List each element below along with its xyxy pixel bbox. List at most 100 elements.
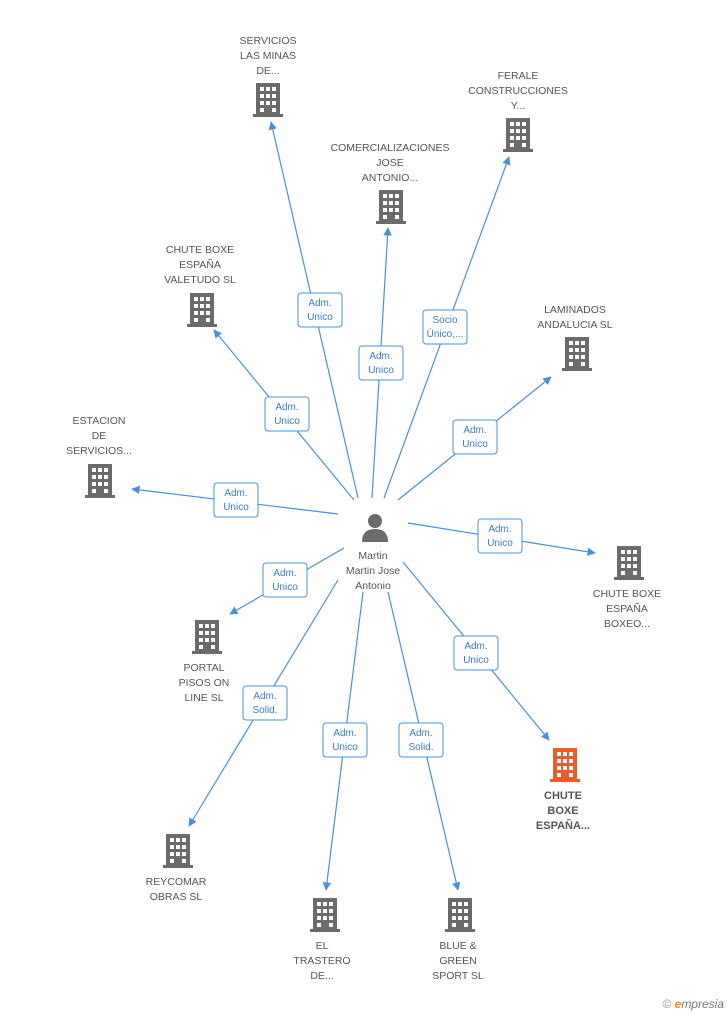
building-icon: [310, 898, 340, 932]
relation-box: [358, 345, 404, 381]
company-label: SERVICIOS: [240, 35, 297, 47]
company-label: OBRAS SL: [150, 891, 203, 903]
relation-badge-comercializaciones-jose[interactable]: Adm. Unico: [358, 345, 404, 381]
relation-badge-servicios-las-minas[interactable]: Adm. Unico: [297, 292, 343, 328]
relation-label: Unico: [463, 655, 489, 666]
company-label: ANDALUCIA SL: [537, 319, 612, 331]
company-node-comercializaciones-jose[interactable]: COMERCIALIZACIONESJOSEANTONIO...: [330, 142, 450, 224]
relation-label: Adm.: [369, 351, 392, 362]
relation-box: [242, 685, 288, 721]
company-label: ESPAÑA...: [536, 819, 590, 832]
relation-badge-blue-green-sport[interactable]: Adm. Solid.: [398, 722, 444, 758]
company-label: ANTONIO...: [362, 172, 418, 184]
building-icon: [562, 337, 592, 371]
building-icon: [445, 898, 475, 932]
relation-label: Adm.: [253, 691, 276, 702]
building-icon: [187, 293, 217, 327]
relation-badge-ferale-construcciones[interactable]: SocioÚnico,...: [422, 309, 468, 345]
company-label: LAS MINAS: [240, 50, 296, 62]
brand-name: mpresia: [681, 997, 724, 1011]
relation-box: [398, 722, 444, 758]
relation-box: [452, 419, 498, 455]
company-label: BOXEO...: [604, 618, 650, 630]
relation-label: Adm.: [308, 298, 331, 309]
company-label: CHUTE BOXE: [166, 244, 234, 256]
company-label: CONSTRUCCIONES: [468, 85, 568, 97]
relation-badge-laminados-andalucia[interactable]: Adm.Unico: [452, 419, 498, 455]
relation-label: Adm.: [409, 728, 432, 739]
building-icon: [614, 546, 644, 580]
company-label: Y...: [511, 100, 525, 112]
brand-e-logo: e: [674, 997, 682, 1011]
company-label: BOXE: [547, 805, 578, 817]
relation-badge-chute-boxe-valetudo[interactable]: Adm. Unico: [264, 396, 310, 432]
relation-label: Unico: [368, 365, 394, 376]
relation-box: [453, 635, 499, 671]
relation-label: Unico: [487, 538, 513, 549]
relation-badge-el-trastero[interactable]: Adm. Unico: [322, 722, 368, 758]
relation-label: Único,...: [427, 327, 464, 340]
company-label: ESPAÑA: [606, 602, 648, 615]
relation-badge-chute-boxe-boxeo[interactable]: Adm. Unico: [477, 518, 523, 554]
company-label: DE...: [310, 970, 333, 982]
company-node-el-trastero[interactable]: ELTRASTERODE...: [293, 898, 351, 982]
building-icon: [163, 834, 193, 868]
relation-label: Solid.: [408, 742, 433, 753]
company-label: COMERCIALIZACIONES: [330, 142, 449, 154]
relation-label: Adm.: [488, 524, 511, 535]
person-name-label: Martin: [358, 550, 387, 562]
company-node-chute-boxe-highlight[interactable]: CHUTE BOXE ESPAÑA...: [536, 748, 590, 832]
copyright-symbol: ©: [662, 997, 672, 1011]
relations-layer: Adm.UnicoAdm.UnicoSocioÚnico,...Adm.Unic…: [213, 292, 523, 758]
relation-label: Adm.: [464, 641, 487, 652]
building-icon: [503, 118, 533, 152]
person-name-label: Martin Jose: [346, 565, 400, 577]
relation-badge-reycomar-obras[interactable]: Adm. Solid.: [242, 685, 288, 721]
person-name-label: Antonio: [355, 580, 391, 592]
empresia-brand[interactable]: © empresia: [662, 997, 724, 1011]
relation-label: Unico: [332, 742, 358, 753]
nodes-layer: SERVICIOS LAS MINAS DE... COMERCIALIZACIONE…: [66, 35, 661, 982]
company-node-ferale-construcciones[interactable]: FERALE CONSTRUCCIONES Y...: [468, 70, 568, 152]
relation-badge-estacion-de-servicios[interactable]: Adm.Unico: [213, 482, 259, 518]
relation-label: Unico: [274, 416, 300, 427]
company-label: DE: [92, 430, 107, 442]
company-label: BLUE &: [439, 940, 476, 952]
company-label: ESPAÑA: [179, 258, 221, 271]
building-icon: [253, 83, 283, 117]
relation-box: [477, 518, 523, 554]
company-node-estacion-de-servicios[interactable]: ESTACIONDESERVICIOS...: [66, 415, 132, 498]
company-label: SPORT SL: [432, 970, 484, 982]
company-node-reycomar-obras[interactable]: REYCOMAR OBRAS SL: [146, 834, 207, 903]
company-label: CHUTE: [544, 790, 582, 802]
relation-label: Solid.: [252, 705, 277, 716]
relation-label: Unico: [307, 312, 333, 323]
company-label: REYCOMAR: [146, 876, 207, 888]
company-label: EL: [316, 940, 329, 952]
company-label: FERALE: [498, 70, 539, 82]
relation-label: Adm.: [275, 402, 298, 413]
company-label: PORTAL: [183, 662, 224, 674]
building-icon: [85, 464, 115, 498]
relation-label: Adm.: [463, 425, 486, 436]
company-label: ESTACION: [73, 415, 126, 427]
relation-label: Adm.: [333, 728, 356, 739]
building-icon: [192, 620, 222, 654]
company-node-chute-boxe-boxeo[interactable]: CHUTE BOXEESPAÑABOXEO...: [593, 546, 661, 630]
relation-badge-portal-pisos-online[interactable]: Adm.Unico: [262, 562, 308, 598]
building-icon: [550, 748, 580, 782]
relation-box: [322, 722, 368, 758]
relation-label: Unico: [272, 582, 298, 593]
relation-label: Unico: [223, 502, 249, 513]
relation-badge-chute-boxe-highlight[interactable]: Adm. Unico: [453, 635, 499, 671]
edges-layer: [131, 121, 596, 891]
company-label: LINE SL: [184, 692, 223, 704]
relation-box: [262, 562, 308, 598]
